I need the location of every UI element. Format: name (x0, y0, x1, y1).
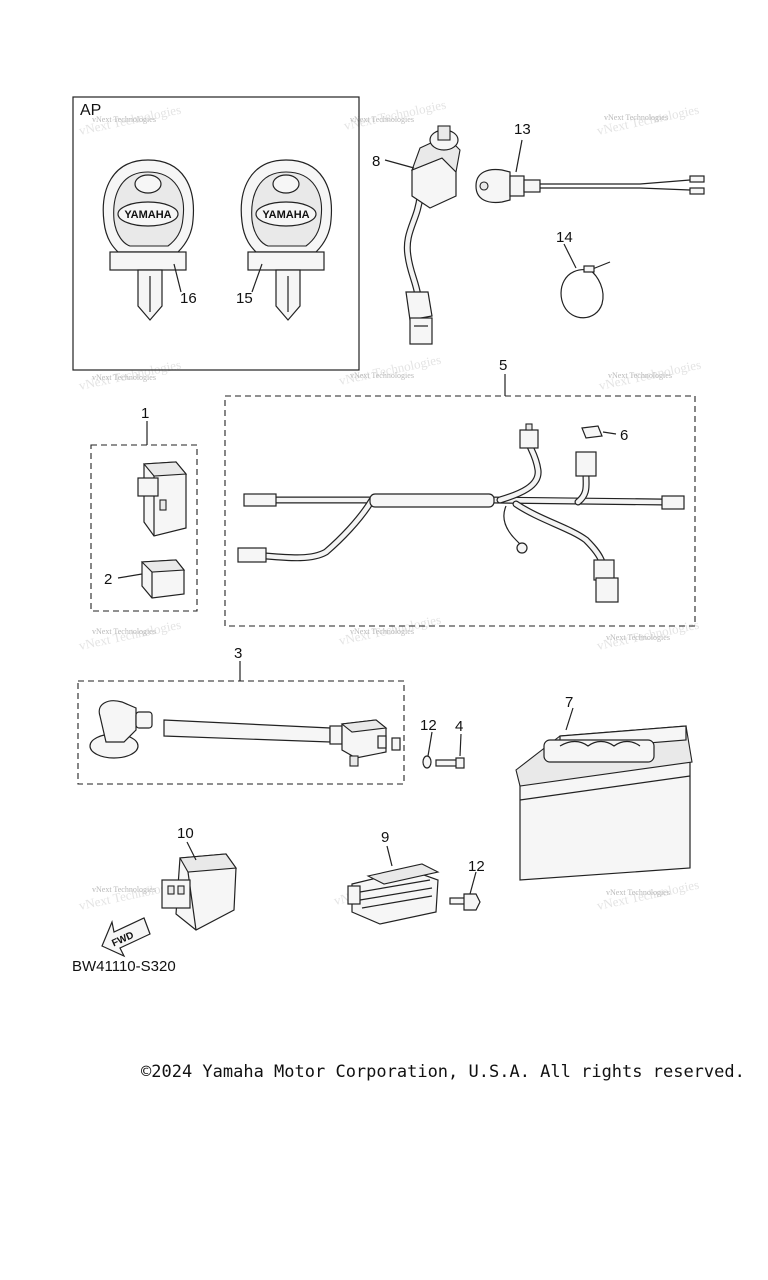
callout-5: 5 (499, 357, 507, 374)
key-brand-text: YAMAHA (262, 209, 309, 221)
leader-12b (469, 871, 477, 895)
leader-14 (563, 243, 577, 269)
callout-16: 16 (180, 290, 197, 307)
callout-14: 14 (556, 229, 573, 246)
rectifier-9-icon (347, 863, 440, 925)
callout-15: 15 (236, 290, 253, 307)
accessory-group-ap: AP YAMAHA 16 YAMAHA 15 (72, 96, 360, 371)
key-16-icon: YAMAHA (102, 159, 195, 321)
leader-16 (173, 263, 182, 293)
callout-6: 6 (620, 427, 628, 444)
relay-group-frame (90, 444, 198, 612)
fwd-arrow-icon: FWD (101, 917, 151, 958)
leader-13 (515, 139, 523, 173)
leader-8 (384, 159, 415, 169)
washer-12-icon (422, 755, 432, 769)
callout-7: 7 (565, 694, 573, 711)
watermark: vNext Technologies (92, 115, 156, 124)
callout-4: 4 (455, 718, 463, 735)
leader-2 (117, 573, 143, 579)
ignition-coil-group-3: 3 12 4 (77, 645, 465, 785)
ignition-coil-3-icon (89, 700, 401, 767)
cover-2-icon (140, 559, 186, 599)
watermark: vNext Technologies (92, 885, 156, 894)
copyright-notice: ©2024 Yamaha Motor Corporation, U.S.A. A… (141, 1062, 745, 1082)
callout-1: 1 (141, 405, 149, 422)
bolt-12-icon (449, 893, 481, 911)
wire-harness-group-5: 5 (224, 357, 696, 627)
diagram-code: BW41110-S320 (72, 958, 176, 975)
watermark: vNext Technologies (608, 371, 672, 380)
wire-harness-5-icon (237, 423, 685, 603)
indicator-13-icon (475, 168, 705, 204)
relay-10-icon (161, 853, 238, 931)
fuse-6-icon (581, 425, 603, 439)
callout-8: 8 (372, 153, 380, 170)
harness-group-frame (224, 395, 696, 627)
leader-6 (602, 431, 617, 435)
callout-10: 10 (177, 825, 194, 842)
main-switch-8-icon (403, 125, 461, 345)
ap-label: AP (80, 102, 101, 119)
key-15-icon: YAMAHA (240, 159, 333, 321)
callout-13: 13 (514, 121, 531, 138)
callout-2: 2 (104, 571, 112, 588)
leader-15 (251, 263, 263, 293)
watermark: vNext Technologies (350, 115, 414, 124)
leader-12a (427, 731, 433, 757)
watermark: vNext Technologies (350, 371, 414, 380)
coil-group-frame (77, 680, 405, 785)
leader-10 (186, 841, 197, 861)
callout-12b: 12 (468, 858, 485, 875)
bolt-4-icon (435, 757, 465, 769)
watermark: vNext Technologies (606, 633, 670, 642)
leader-7 (565, 707, 574, 731)
callout-3: 3 (234, 645, 242, 662)
leader-4 (459, 733, 462, 757)
relay-1-icon (137, 461, 188, 537)
watermark: vNext Technologies (606, 888, 670, 897)
key-brand-text: YAMAHA (124, 209, 171, 221)
watermark: vNext Technologies (92, 627, 156, 636)
battery-7-icon (515, 725, 693, 881)
ap-frame (72, 96, 360, 371)
cable-tie-14-icon (560, 261, 611, 319)
watermark: vNext Technologies (350, 627, 414, 636)
watermark: vNext Technologies (604, 113, 668, 122)
callout-12a: 12 (420, 717, 437, 734)
callout-9: 9 (381, 829, 389, 846)
leader-9 (386, 845, 393, 867)
relay-group-1: 1 2 (90, 405, 198, 612)
watermark: vNext Technologies (92, 373, 156, 382)
